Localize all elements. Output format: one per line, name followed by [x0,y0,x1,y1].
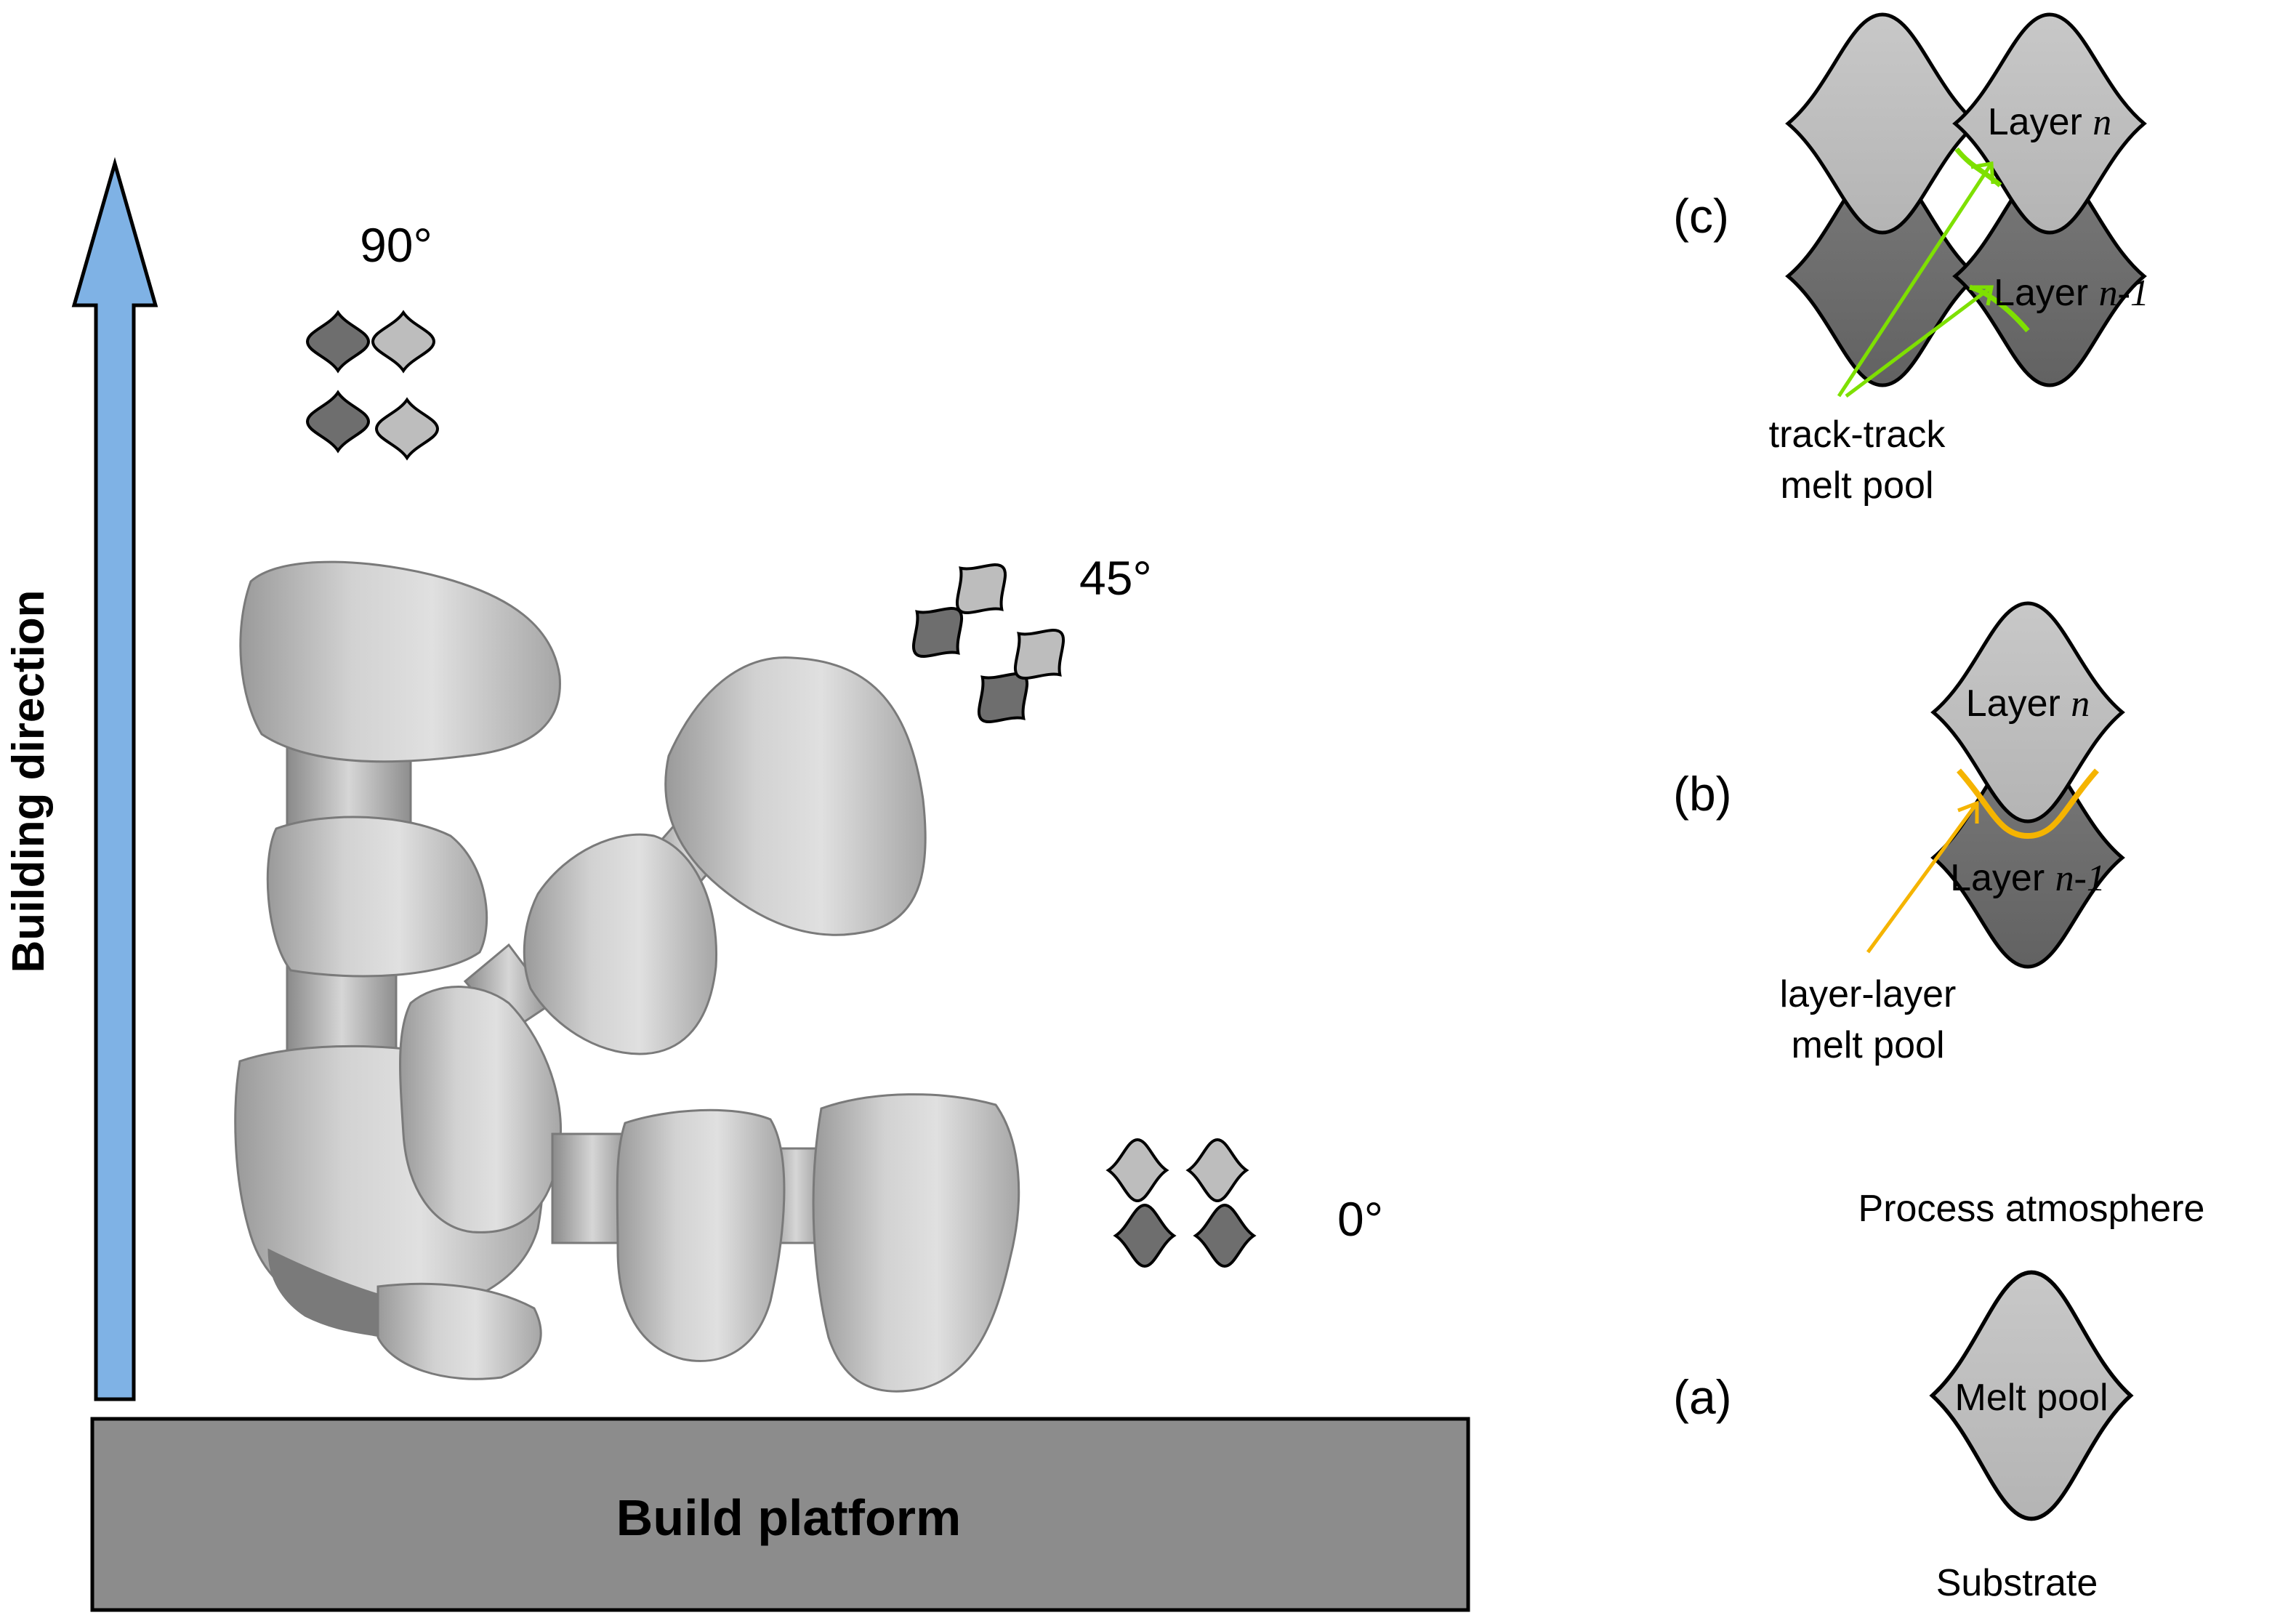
panel-a-bottom-label: Substrate [1936,1562,2098,1604]
angle-90-label: 90° [360,218,432,272]
panel-c-track-boundary-top [1954,147,2002,188]
panel-b-caption-line2: melt pool [1792,1024,1945,1066]
building-direction-arrow [71,156,158,1401]
pool-icon-0 [1107,1138,1255,1268]
panel-a-tag: (a) [1673,1370,1732,1424]
panel-b-melt-pools [1933,603,2122,967]
build-platform-label: Build platform [616,1489,961,1546]
printed-part-horizontal [551,1093,1020,1393]
panel-b-pointer-arrow [1866,800,1979,954]
panel-b-tag: (b) [1673,767,1732,821]
angle-45-label: 45° [1079,551,1152,605]
panel-c-caption-line2: melt pool [1781,464,1934,507]
panel-a-top-label: Process atmosphere [1858,1188,2205,1230]
building-direction-label: Building direction [4,590,54,973]
panel-b-layer-n: Layer n [1966,683,2090,725]
panel-c-layer-n1: Layer n-1 [1994,272,2149,314]
panel-b-layer-n1: Layer n-1 [1950,857,2106,899]
panel-c-caption-line1: track-track [1769,414,1946,456]
printed-part-diagonal [399,656,927,1233]
panel-b-layer-boundary [1957,768,2099,840]
panel-c-tag: (c) [1673,189,1729,243]
angle-0-label: 0° [1337,1192,1383,1246]
panel-a-center-label: Melt pool [1955,1377,2108,1419]
printed-part-vertical [234,560,561,1380]
panel-c-pointer-arrows [1837,161,1995,398]
pool-icon-45 [895,547,1081,740]
build-platform [90,1417,1470,1612]
panel-c-layer-n: Layer n [1988,101,2112,143]
panel-b-caption-line1: layer-layer [1780,973,1957,1015]
pool-icon-90 [306,311,439,459]
